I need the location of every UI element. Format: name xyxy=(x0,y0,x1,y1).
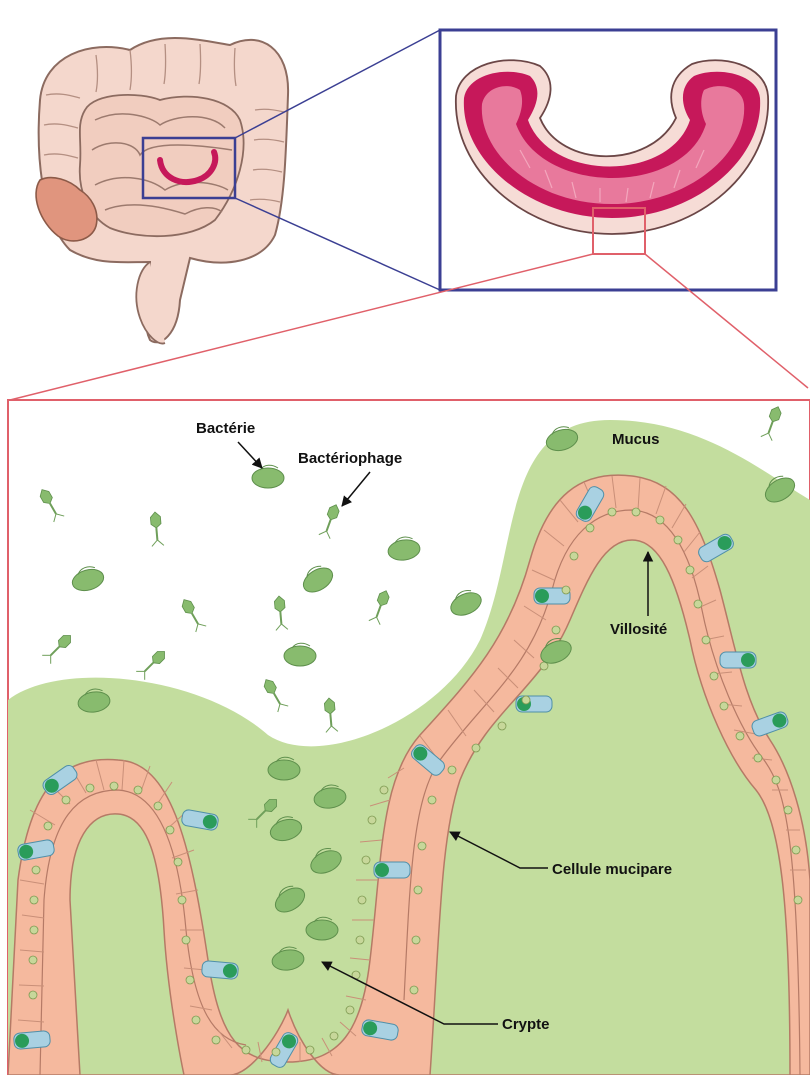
nucleus xyxy=(414,886,422,894)
label-goblet-cell: Cellule mucipare xyxy=(552,861,672,878)
nucleus xyxy=(710,672,718,680)
nucleus xyxy=(552,626,560,634)
nucleus xyxy=(418,842,426,850)
nucleus xyxy=(720,702,728,710)
nucleus xyxy=(754,754,762,762)
label-bacteria: Bactérie xyxy=(196,420,255,437)
nucleus xyxy=(166,826,174,834)
nucleus xyxy=(736,732,744,740)
nucleus xyxy=(306,1046,314,1054)
nucleus xyxy=(62,796,70,804)
nucleus xyxy=(134,786,142,794)
nucleus xyxy=(772,776,780,784)
nucleus xyxy=(29,956,37,964)
nucleus xyxy=(784,806,792,814)
nucleus xyxy=(428,796,436,804)
nucleus xyxy=(674,536,682,544)
nucleus xyxy=(86,784,94,792)
nucleus xyxy=(448,766,456,774)
nucleus xyxy=(686,566,694,574)
nucleus xyxy=(29,991,37,999)
nucleus xyxy=(346,1006,354,1014)
nucleus xyxy=(174,858,182,866)
nucleus xyxy=(498,722,506,730)
nucleus xyxy=(368,816,376,824)
nucleus xyxy=(608,508,616,516)
nucleus xyxy=(212,1036,220,1044)
nucleus xyxy=(186,976,194,984)
nucleus xyxy=(362,856,370,864)
nucleus xyxy=(178,896,186,904)
nucleus xyxy=(330,1032,338,1040)
nucleus xyxy=(632,508,640,516)
nucleus xyxy=(656,516,664,524)
cross-section xyxy=(440,30,776,290)
nucleus xyxy=(570,552,578,560)
nucleus xyxy=(192,1016,200,1024)
nucleus xyxy=(410,986,418,994)
nucleus xyxy=(32,866,40,874)
nucleus xyxy=(694,600,702,608)
label-villus: Villosité xyxy=(610,621,667,638)
nucleus xyxy=(522,696,530,704)
nucleus xyxy=(562,586,570,594)
nucleus xyxy=(702,636,710,644)
nucleus xyxy=(586,524,594,532)
label-bacteriophage: Bactériophage xyxy=(298,450,402,467)
nucleus xyxy=(472,744,480,752)
nucleus xyxy=(154,802,162,810)
label-crypt: Crypte xyxy=(502,1016,550,1033)
nucleus xyxy=(182,936,190,944)
magnified-section xyxy=(8,400,810,1075)
nucleus xyxy=(44,822,52,830)
nucleus xyxy=(358,896,366,904)
intestine-overview xyxy=(36,38,288,343)
nucleus xyxy=(272,1048,280,1056)
nucleus xyxy=(242,1046,250,1054)
nucleus xyxy=(30,896,38,904)
label-mucus: Mucus xyxy=(612,431,660,448)
nucleus xyxy=(380,786,388,794)
nucleus xyxy=(30,926,38,934)
nucleus xyxy=(356,936,364,944)
nucleus xyxy=(792,846,800,854)
nucleus xyxy=(110,782,118,790)
nucleus xyxy=(412,936,420,944)
nucleus xyxy=(794,896,802,904)
